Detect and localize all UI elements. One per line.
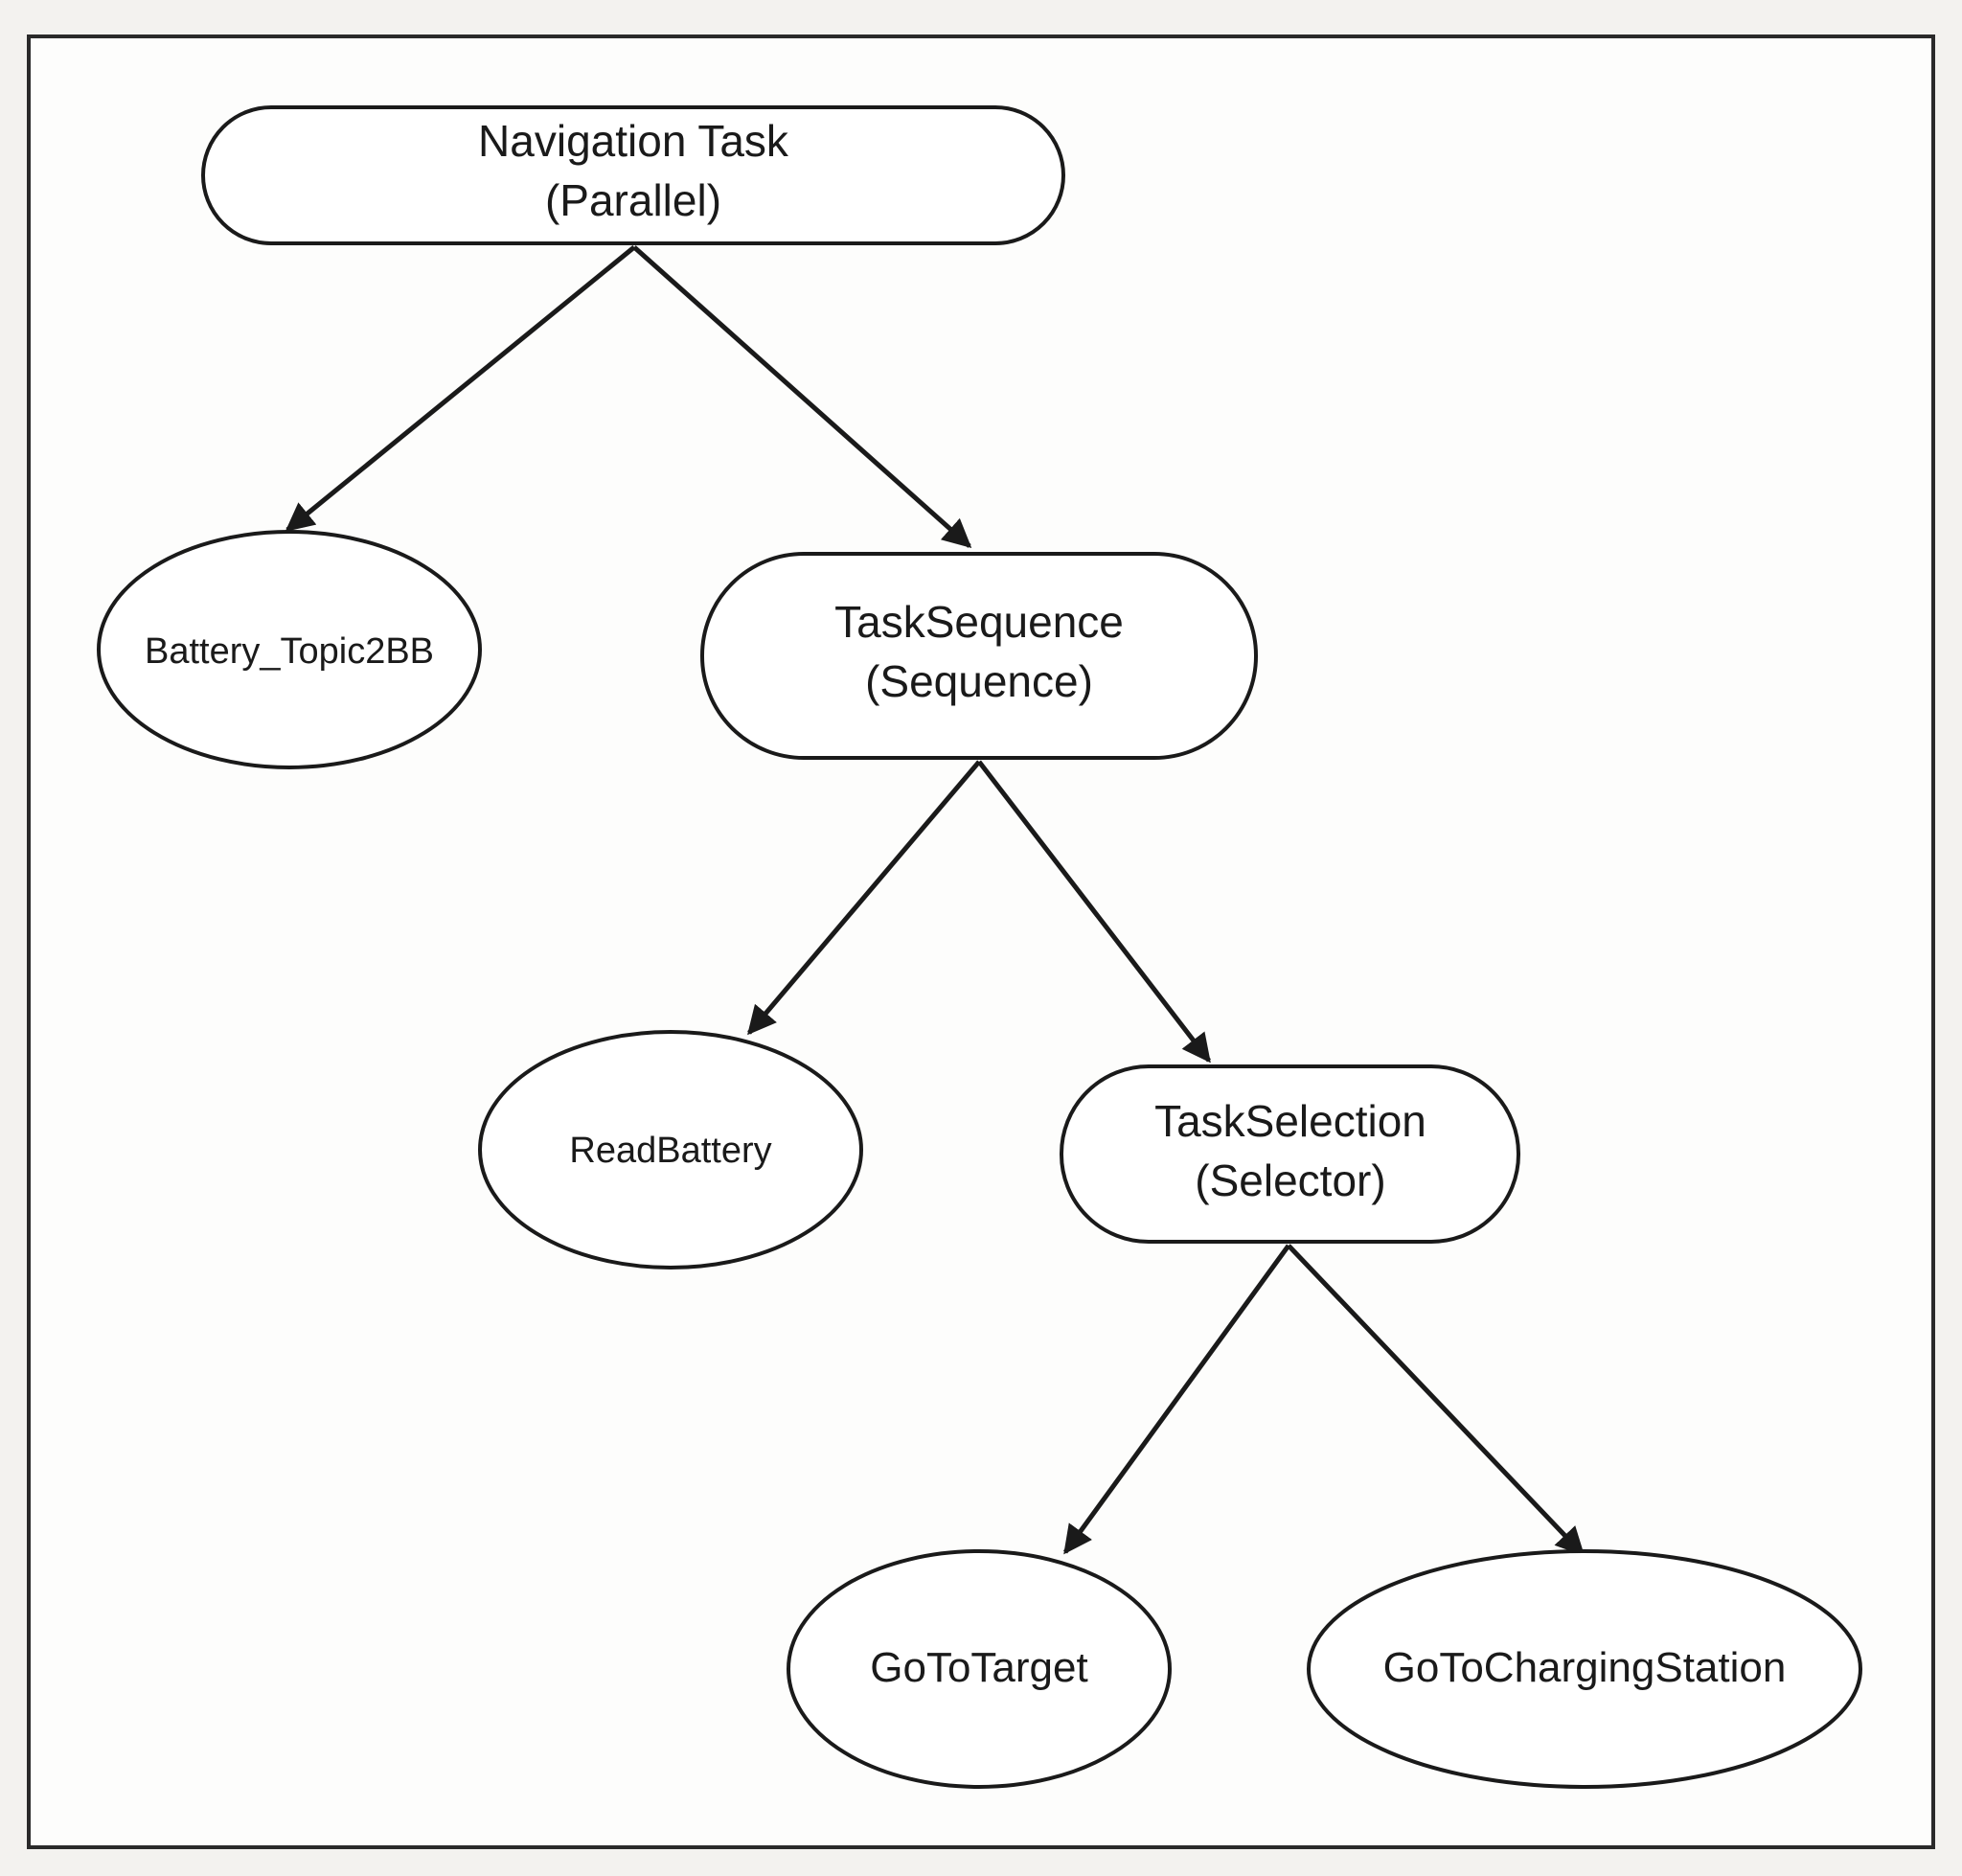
navigation-task-shape xyxy=(201,105,1065,245)
task-selection-shape xyxy=(1060,1064,1520,1244)
edge-navigation-to-battery xyxy=(285,245,636,532)
go-to-target-label: GoToTarget xyxy=(870,1644,1087,1691)
edge-tasksequence-to-readbattery xyxy=(747,760,981,1036)
task-selection-title: TaskSelection xyxy=(1154,1096,1426,1146)
node-navigation-task: Navigation Task (Parallel) xyxy=(201,105,1065,245)
task-sequence-title: TaskSequence xyxy=(834,597,1124,647)
navigation-task-type: (Parallel) xyxy=(545,175,721,225)
node-go-to-charging-station: GoToChargingStation xyxy=(1307,1549,1862,1789)
go-to-target-shape xyxy=(787,1549,1172,1789)
edge-navigation-to-tasksequence xyxy=(632,245,972,548)
node-battery-topic2bb: Battery_Topic2BB xyxy=(97,530,482,769)
diagram-frame xyxy=(27,34,1935,1849)
edge-taskselection-to-gototarget xyxy=(1062,1244,1291,1555)
go-to-charging-station-label: GoToChargingStation xyxy=(1383,1644,1787,1691)
edge-taskselection-to-gotocharging xyxy=(1287,1244,1586,1557)
go-to-charging-station-shape xyxy=(1307,1549,1862,1789)
node-go-to-target: GoToTarget xyxy=(787,1549,1172,1789)
node-task-selection: TaskSelection (Selector) xyxy=(1060,1064,1520,1244)
read-battery-shape xyxy=(478,1030,863,1270)
node-read-battery: ReadBattery xyxy=(478,1030,863,1270)
edges xyxy=(285,245,1586,1557)
task-sequence-type: (Sequence) xyxy=(865,656,1093,706)
battery-topic2bb-label: Battery_Topic2BB xyxy=(145,631,434,672)
task-selection-type: (Selector) xyxy=(1195,1155,1385,1205)
navigation-task-title: Navigation Task xyxy=(478,116,789,166)
task-sequence-shape xyxy=(700,552,1258,760)
node-task-sequence: TaskSequence (Sequence) xyxy=(700,552,1258,760)
battery-topic2bb-shape xyxy=(97,530,482,769)
edge-tasksequence-to-taskselection xyxy=(977,760,1211,1064)
read-battery-label: ReadBattery xyxy=(569,1131,771,1171)
